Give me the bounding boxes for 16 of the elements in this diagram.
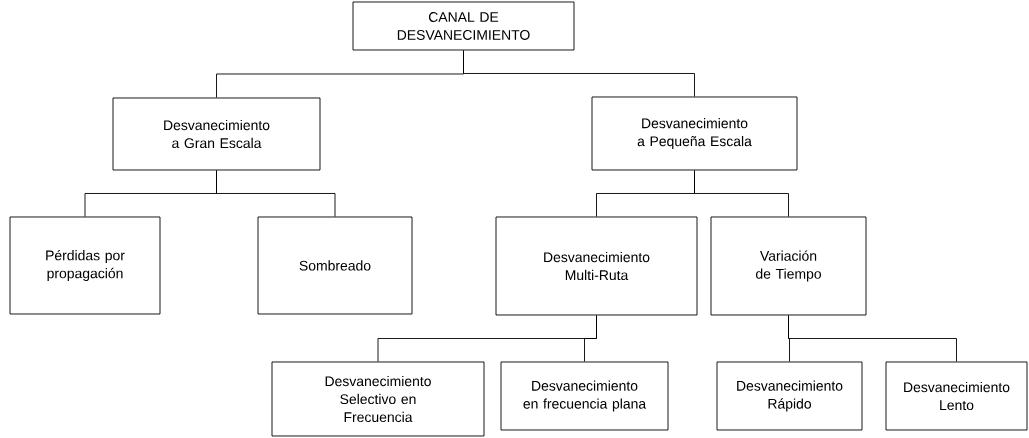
- category-box: Variación de Tiempo: [710, 216, 867, 316]
- connector-line: [463, 50, 695, 97]
- category-box: Desvanecimiento Lento: [885, 361, 1028, 431]
- category-box: Desvanecimiento a Gran Escala: [112, 97, 321, 171]
- connector-line: [584, 315, 597, 362]
- category-box: Sombreado: [257, 216, 413, 315]
- category-box: Desvanecimiento a Pequeña Escala: [591, 96, 798, 171]
- connector-line: [694, 170, 789, 217]
- category-box: CANAL DE DESVANECIMIENTO: [352, 1, 575, 51]
- category-box: Desvanecimiento en frecuencia plana: [500, 361, 669, 431]
- category-box: Desvanecimiento Selectivo en Frecuencia: [271, 361, 485, 437]
- connector-line: [788, 315, 957, 362]
- category-box: Desvanecimiento Multi-Ruta: [495, 216, 698, 316]
- category-box: Desvanecimiento Rápido: [716, 361, 863, 431]
- connector-line: [216, 170, 336, 217]
- category-box: Pérdidas por propagación: [9, 216, 161, 315]
